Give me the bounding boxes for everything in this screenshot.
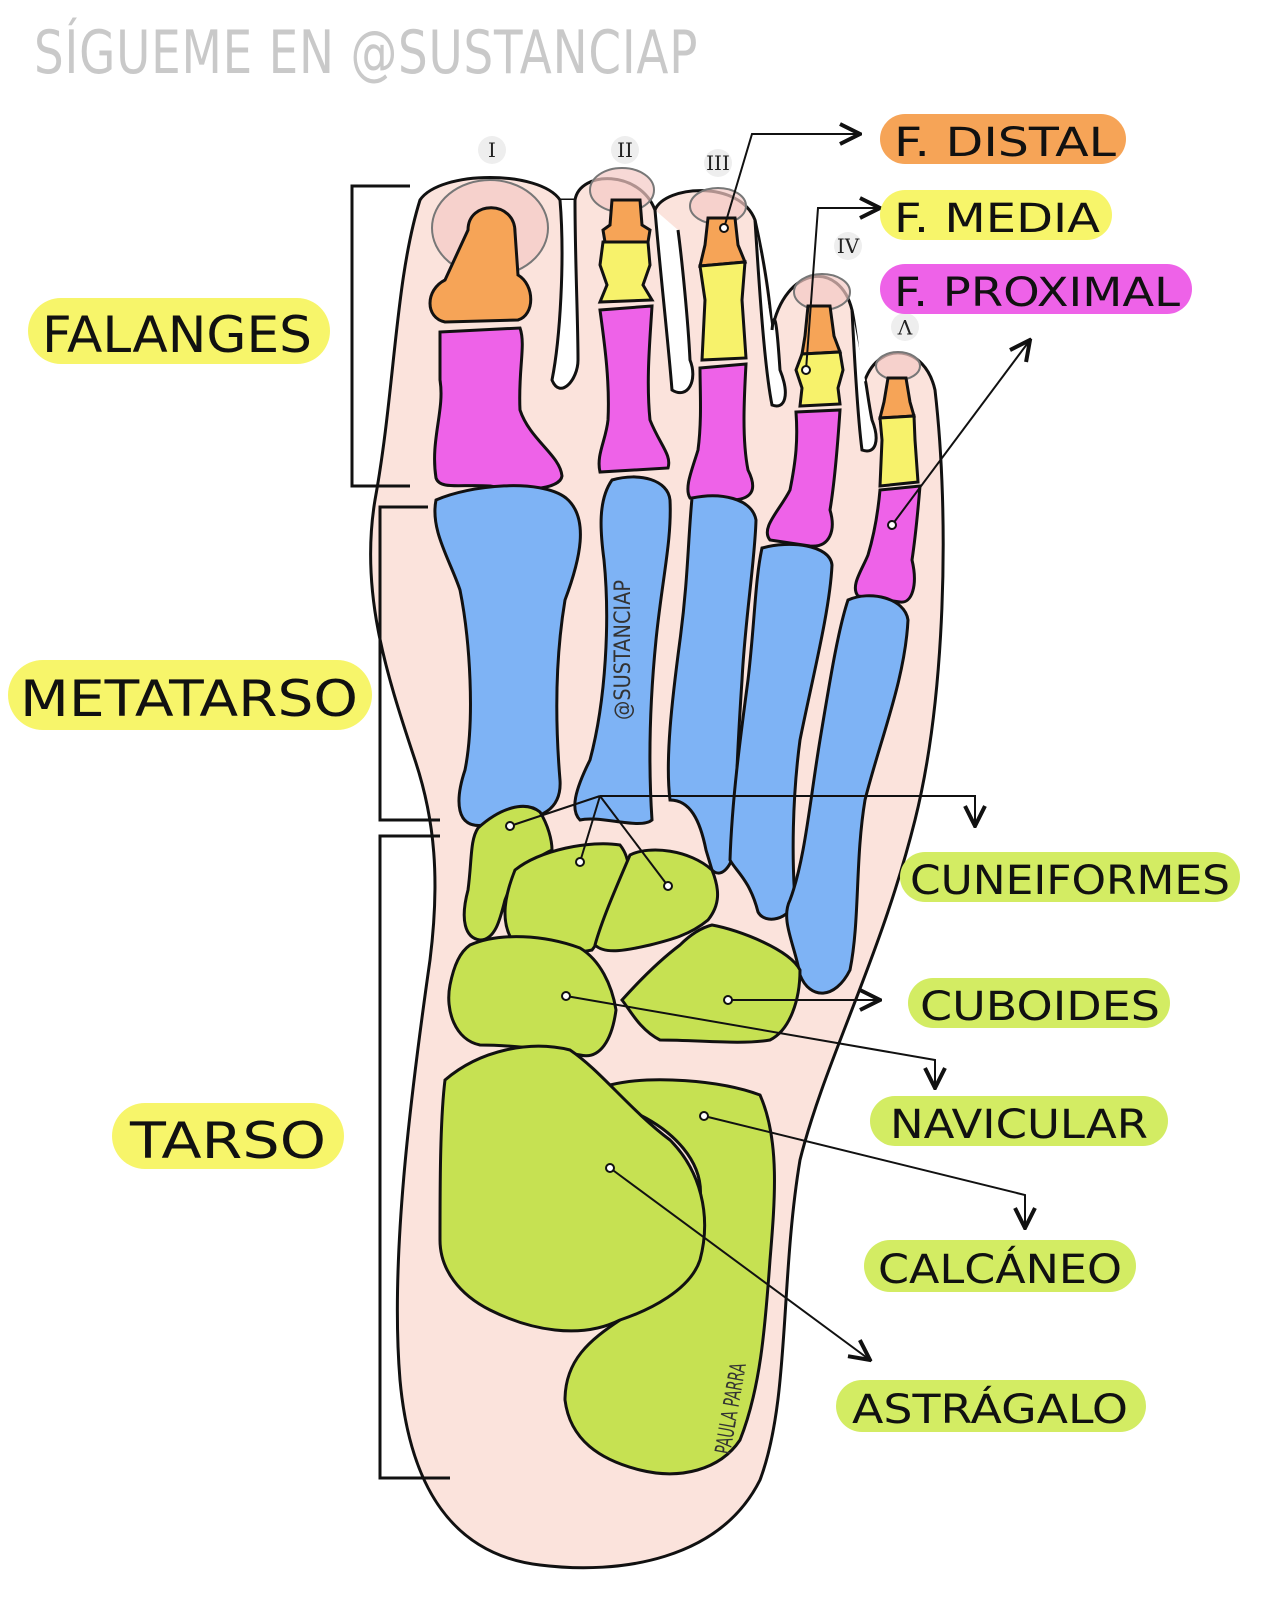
media-highlight (880, 190, 1112, 240)
leader-cuneiformes-main (600, 795, 975, 826)
tarsal-labels: CUNEIFORMES CUBOIDES NAVICULAR CALCÁNEO … (836, 852, 1240, 1433)
bracket-metatarso (378, 505, 440, 822)
group-brackets (350, 184, 450, 1480)
leader-cuneiformes-2 (579, 795, 601, 863)
leader-distal (723, 134, 860, 229)
proximal-phalanges (433, 304, 922, 604)
metatarsal-5 (785, 594, 910, 995)
leader-media (805, 208, 880, 371)
cuneiform-lateral (593, 848, 719, 953)
toe-gap-4-5 (850, 309, 878, 453)
leader-proximal (891, 340, 1030, 526)
distal-phalanx-1 (428, 206, 533, 324)
metatarsal-3 (666, 494, 758, 875)
cuboides-highlight (908, 978, 1170, 1028)
navicular (447, 935, 618, 1058)
middle-phalanx-4 (794, 350, 845, 408)
proximal-phalanx-2 (597, 304, 671, 474)
talus (438, 1044, 707, 1333)
middle-phalanx-3 (698, 260, 748, 362)
metatarsals (433, 475, 910, 995)
label-falanges: FALANGES (42, 306, 312, 364)
bracket-tarso (378, 834, 450, 1480)
toe-numeral-4: IV (837, 234, 860, 258)
leader-navicular (565, 995, 935, 1088)
bracket-falanges (350, 184, 410, 488)
calcaneo-highlight (864, 1240, 1136, 1292)
label-navicular: NAVICULAR (890, 1102, 1148, 1148)
metatarsal-2 (573, 475, 672, 825)
leader-astragalo (609, 1167, 870, 1360)
leader-cuneiformes-3 (599, 795, 669, 887)
header-title: SÍGUEME EN @SUSTANCIAP (34, 18, 699, 88)
toe-numeral-1: I (488, 138, 496, 162)
falanges-highlight (28, 298, 330, 364)
proximal-highlight (880, 264, 1192, 314)
leader-dots (505, 223, 897, 1173)
toe-numeral-3: III (706, 151, 730, 175)
label-cuneiformes: CUNEIFORMES (910, 858, 1230, 904)
toe-gap-3-4 (753, 219, 787, 408)
label-media: F. MEDIA (894, 196, 1101, 242)
metatarso-highlight (8, 660, 372, 730)
navicular-highlight (870, 1096, 1168, 1146)
nail-5 (875, 351, 921, 381)
label-astragalo: ASTRÁGALO (852, 1385, 1128, 1433)
astragalo-highlight (836, 1380, 1146, 1432)
middle-phalanx-2 (597, 240, 655, 304)
metatarsal-1 (433, 484, 582, 827)
label-distal: F. DISTAL (894, 120, 1117, 166)
label-proximal: F. PROXIMAL (894, 270, 1181, 316)
watermark-center: @SUSTANCIAP (611, 580, 636, 720)
tarso-highlight (112, 1103, 344, 1169)
label-cuboides: CUBOIDES (920, 984, 1160, 1030)
proximal-phalanx-5 (853, 484, 922, 604)
toe-gap-2-3 (653, 209, 695, 394)
distal-highlight (880, 114, 1126, 164)
toe-gap-1-2 (550, 199, 580, 390)
leader-calcaneo (703, 1115, 1025, 1228)
toe-numerals: I II III IV V (478, 136, 919, 341)
label-metatarso: METATARSO (20, 670, 358, 728)
phalanx-labels: F. DISTAL F. MEDIA F. PROXIMAL (880, 114, 1192, 316)
group-labels: FALANGES METATARSO TARSO (8, 298, 372, 1170)
leader-cuneiformes-1 (509, 795, 601, 827)
toe-numeral-5: V (897, 315, 913, 339)
leader-lines (509, 134, 1030, 1360)
cuneiformes-highlight (900, 852, 1240, 902)
toe-numeral-2: II (617, 138, 633, 162)
middle-phalanx-5 (878, 414, 920, 488)
label-tarso: TARSO (129, 1112, 326, 1170)
label-calcaneo: CALCÁNEO (878, 1245, 1122, 1293)
